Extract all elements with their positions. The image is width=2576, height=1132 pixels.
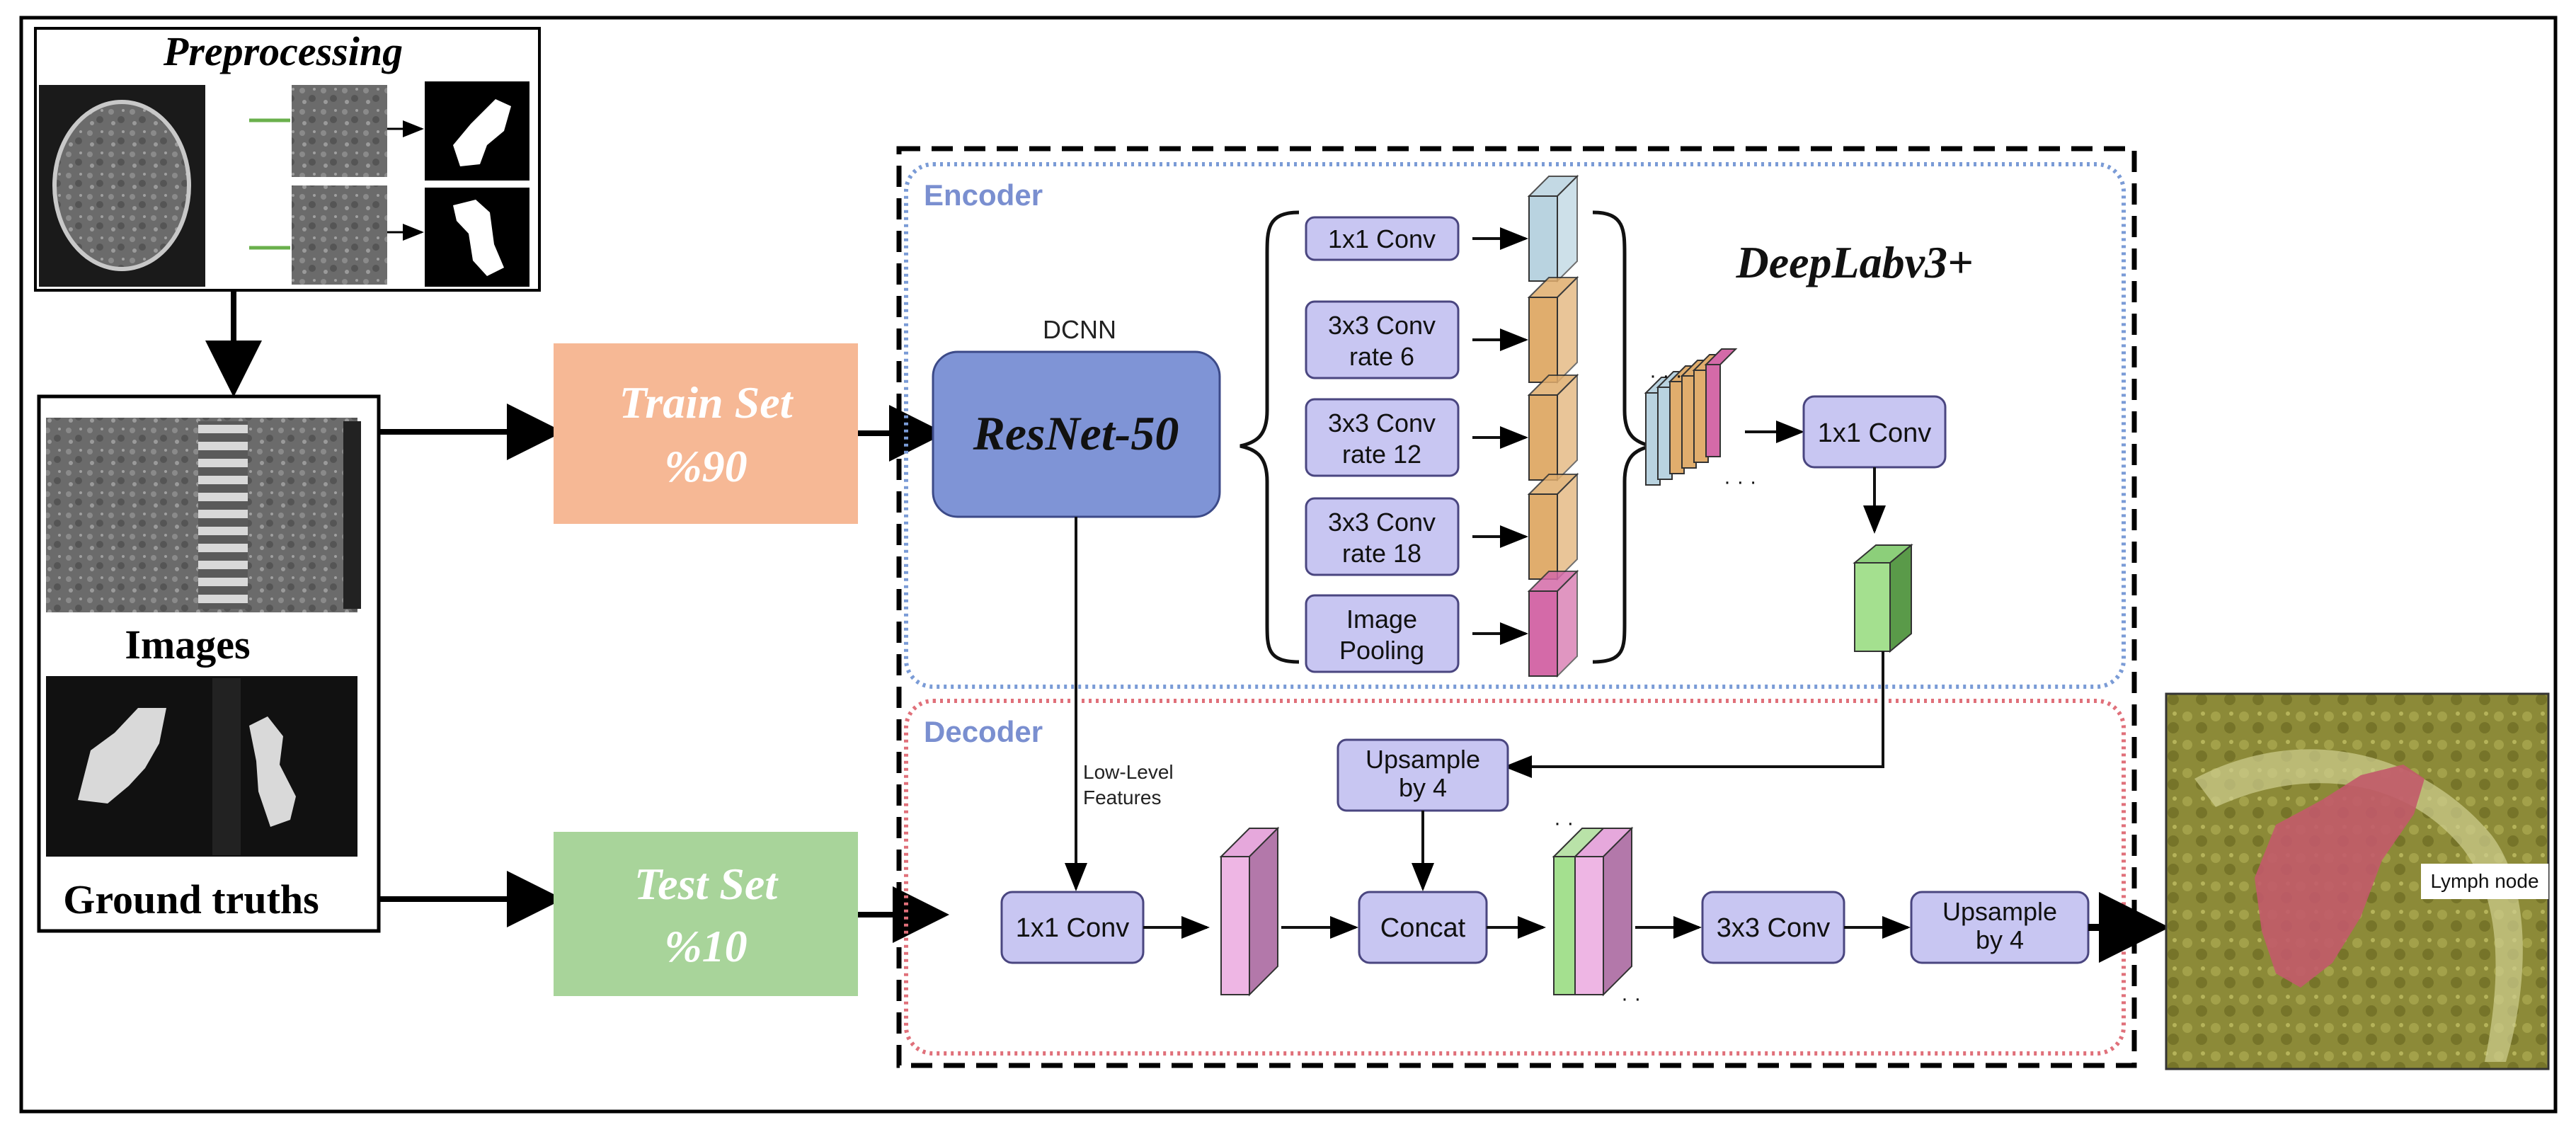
model-name: DeepLabv3+	[1736, 237, 1974, 287]
aspp-conv-label: 1x1 Conv	[1328, 224, 1436, 253]
decoder-concat-pink	[1574, 856, 1604, 995]
decoder-3x3-conv-label: 3x3 Conv	[1717, 913, 1831, 943]
decoder-1x1-conv-label: 1x1 Conv	[1016, 913, 1130, 943]
decoder-concat-green	[1553, 856, 1576, 995]
aspp-conv-block	[1305, 398, 1460, 477]
concat-feature-slice	[1705, 364, 1721, 457]
aspp-feature-map	[1528, 493, 1558, 580]
train-set-name: Train Set	[619, 377, 794, 428]
aspp-feature-map	[1528, 195, 1558, 282]
encoder-1x1-conv-label: 1x1 Conv	[1818, 418, 1932, 448]
aspp-feature-map	[1528, 297, 1558, 383]
aspp-feature-map	[1528, 590, 1558, 677]
test-set-name: Test Set	[634, 859, 779, 909]
train-set-box: Train Set %90	[554, 343, 858, 524]
aspp-conv-block	[1305, 300, 1460, 379]
output-segmentation-image: Lymph node	[2165, 692, 2550, 1070]
images-label: Images	[125, 622, 250, 668]
aspp-conv-block	[1305, 216, 1460, 261]
concat-label: Concat	[1380, 913, 1466, 943]
svg-text:· ·: · ·	[1621, 987, 1641, 1010]
resnet-label: ResNet-50	[973, 406, 1179, 460]
lymph-node-label: Lymph node	[2430, 870, 2538, 892]
svg-text:· · ·: · · ·	[1724, 470, 1757, 493]
encoder-title: Encoder	[924, 178, 1043, 212]
aspp-branch-0: 1x1 Conv	[1305, 174, 1579, 283]
lymph-node-mask	[2255, 765, 2425, 988]
encoder-output-feature	[1854, 562, 1891, 652]
backbone-caption: DCNN	[1043, 315, 1116, 344]
train-set-percent: %90	[664, 441, 747, 491]
concat-feature-stack	[1644, 348, 1738, 486]
decoder-title: Decoder	[924, 715, 1043, 748]
crop-image-2	[292, 185, 387, 285]
aspp-conv-block	[1305, 497, 1460, 576]
ground-truths-label: Ground truths	[63, 876, 319, 922]
svg-text:· · ·: · · ·	[1649, 364, 1683, 387]
aspp-feature-map	[1528, 394, 1558, 481]
model-container	[896, 146, 2137, 1068]
test-set-percent: %10	[664, 921, 747, 971]
low-level-feature	[1220, 856, 1250, 995]
test-set-box: Test Set %10	[554, 832, 858, 996]
encoder-panel: Encoder DCNN ResNet-50 DeepLabv3+ 1x1 Co…	[904, 162, 2126, 689]
aspp-close-brace	[1592, 210, 1652, 664]
preprocessing-panel: Preprocessing	[34, 27, 541, 292]
dataset-panel: Images Ground truths	[37, 394, 381, 933]
preprocessing-title: Preprocessing	[163, 28, 403, 74]
crop-image-1	[292, 85, 387, 177]
outer-frame	[19, 16, 2558, 1114]
aspp-conv-block	[1305, 594, 1460, 673]
svg-text:· ·: · ·	[1554, 811, 1574, 835]
aspp-open-brace	[1240, 210, 1300, 664]
